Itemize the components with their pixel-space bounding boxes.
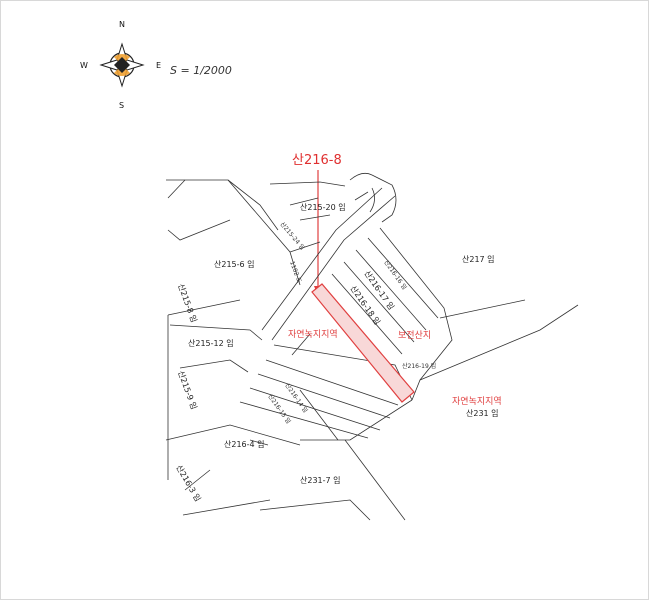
parcel-label: 산216-19 임 bbox=[402, 362, 436, 370]
parcel-label: 산215-20 임 bbox=[300, 202, 346, 212]
compass-north-label: N bbox=[119, 20, 125, 29]
target-parcel-shape[interactable] bbox=[311, 283, 415, 403]
zone-label: 자연녹지지역 bbox=[288, 329, 338, 340]
parcel-boundaries bbox=[165, 172, 579, 521]
parcel-label: 산215-9 임 bbox=[176, 369, 199, 410]
compass-south-label: S bbox=[119, 101, 124, 110]
compass-icon bbox=[99, 42, 145, 88]
compass-east-label: E bbox=[156, 61, 161, 70]
parcel-label: 산231-7 임 bbox=[300, 475, 341, 485]
parcel-label: 산216-3 임 bbox=[174, 463, 203, 503]
zone-label: 보전산지 bbox=[398, 330, 431, 341]
parcel-label: 산217 임 bbox=[462, 254, 495, 264]
parcel-label: 산216-16 임 bbox=[382, 259, 408, 292]
zone-label: 자연녹지지역 bbox=[452, 396, 502, 407]
parcel-label: 산231 임 bbox=[466, 408, 499, 418]
parcel-label: 산216-4 임 bbox=[224, 439, 265, 449]
parcel-label: 산215-8 임 bbox=[176, 282, 199, 323]
parcel-label: 산215-24 임 bbox=[278, 220, 306, 251]
parcel-label: 산215-12 임 bbox=[188, 338, 234, 348]
scale-label: S = 1/2000 bbox=[170, 64, 232, 77]
target-parcel-label: 산216-8 bbox=[292, 153, 342, 168]
parcel-label: 산215-6 임 bbox=[214, 259, 255, 269]
road-label: 1102 도 bbox=[288, 260, 303, 284]
compass-west-label: W bbox=[80, 61, 88, 70]
